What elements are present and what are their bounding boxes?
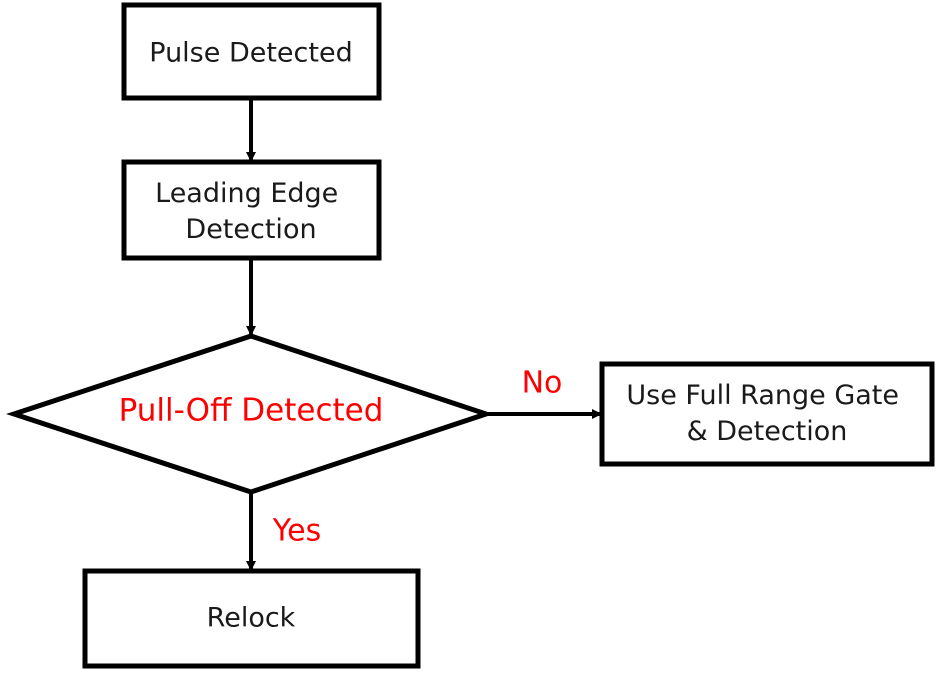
node-full-range-gate: Use Full Range Gate & Detection bbox=[599, 361, 935, 467]
node-pulse-detected-label: Pulse Detected bbox=[149, 38, 352, 69]
node-relock-label: Relock bbox=[207, 603, 296, 634]
node-leading-edge-detection-label: Leading Edge Detection bbox=[155, 178, 347, 245]
node-pull-off-decision-label: Pull-Off Detected bbox=[119, 393, 384, 429]
node-full-range-line-1: Use Full Range Gate bbox=[626, 380, 899, 411]
node-pulse-detected: Pulse Detected bbox=[121, 2, 382, 101]
node-pull-off-decision: Pull-Off Detected bbox=[6, 333, 494, 495]
branch-label-no: No bbox=[522, 366, 563, 401]
node-leading-edge-line-1: Leading Edge bbox=[155, 178, 338, 209]
node-leading-edge-detection: Leading Edge Detection bbox=[121, 159, 382, 261]
node-relock: Relock bbox=[82, 568, 421, 669]
branch-label-yes: Yes bbox=[272, 514, 321, 549]
node-leading-edge-line-2: Detection bbox=[185, 214, 316, 245]
node-full-range-line-2: & Detection bbox=[687, 416, 848, 447]
node-full-range-gate-label: Use Full Range Gate & Detection bbox=[626, 380, 907, 447]
